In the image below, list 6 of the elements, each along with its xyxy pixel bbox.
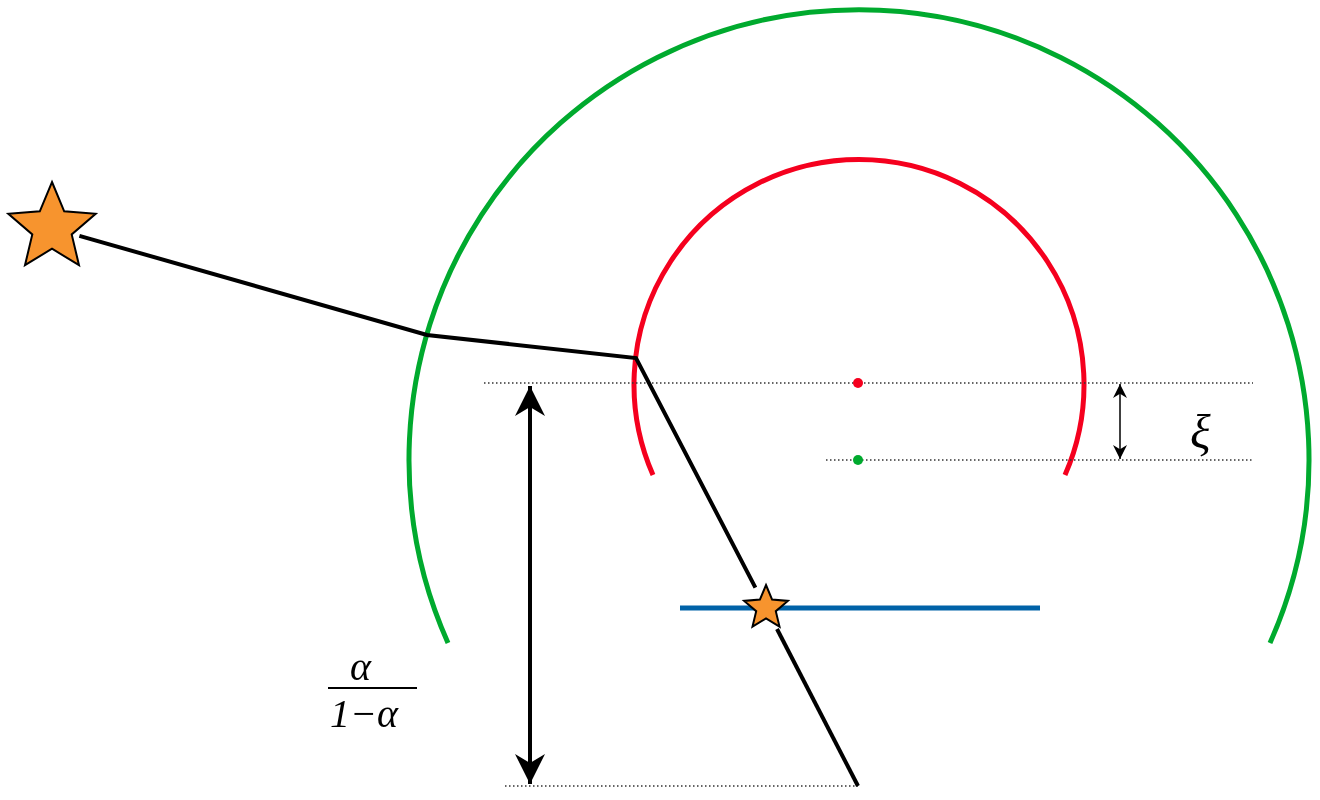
dimension-label: 1−α	[330, 694, 398, 734]
star-marker	[741, 582, 791, 629]
dimension-label: α	[350, 647, 371, 687]
ray-line	[78, 233, 758, 589]
star-marker	[5, 179, 99, 268]
dimension-label: ξ	[1190, 408, 1211, 456]
